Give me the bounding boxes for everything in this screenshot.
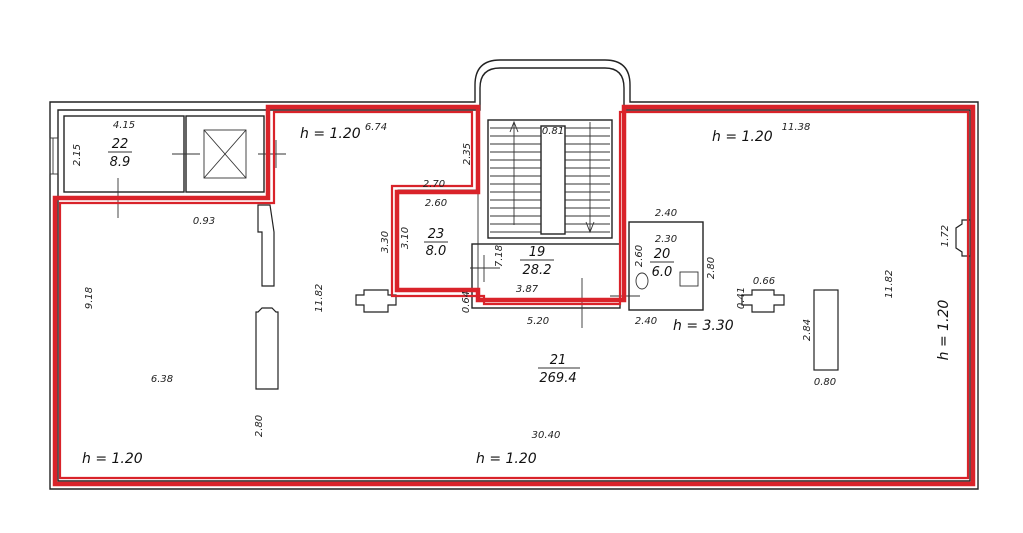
piers [255, 204, 971, 390]
dimension-label: 2.60 [634, 245, 645, 267]
dimension-label: 3.87 [516, 284, 539, 295]
room-23-area: 8.0 [426, 244, 447, 259]
dimension-label: 2.40 [635, 316, 657, 327]
dimension-label: 4.15 [113, 120, 135, 131]
room-20-area: 6.0 [652, 265, 673, 280]
dimension-label: 2.40 [655, 208, 677, 219]
room-23-number: 23 [428, 227, 445, 242]
dimension-label: 2.30 [655, 234, 677, 245]
room-22-label: 22 8.9 [108, 137, 132, 170]
outer-walls [49, 59, 979, 490]
room-22-area: 8.9 [110, 155, 131, 170]
height-label: h = 1.20 [712, 129, 773, 145]
dimension-label: 3.30 [380, 231, 391, 253]
room-23-label: 23 8.0 [424, 227, 448, 259]
dimension-label: 0.64 [461, 291, 472, 313]
room-21-area: 269.4 [539, 371, 576, 386]
dimension-label: 2.60 [425, 198, 447, 209]
room-21-number: 21 [550, 353, 567, 368]
room-19-area: 28.2 [523, 263, 552, 278]
dimension-label: 2.15 [72, 144, 83, 166]
dimension-label: 5.20 [527, 316, 549, 327]
dimension-label: 0.81 [542, 126, 564, 137]
dimension-label: 0.66 [753, 276, 775, 287]
dimension-label: 11.38 [782, 122, 811, 133]
room-20-label: 20 6.0 [650, 247, 674, 280]
height-label: h = 3.30 [673, 318, 734, 334]
dimension-label: 6.74 [365, 122, 387, 133]
dimension-label: 0.93 [193, 216, 215, 227]
dimension-label: 2.84 [802, 319, 813, 341]
room-22-walls [49, 115, 286, 218]
dimension-label: 0.80 [814, 377, 836, 388]
dimension-label: 6.38 [151, 374, 173, 385]
room-19-number: 19 [529, 245, 546, 260]
premises-outline [52, 104, 976, 487]
dimension-label: 11.82 [884, 270, 895, 299]
height-label: h = 1.20 [476, 451, 537, 467]
dimension-label: 11.82 [314, 284, 325, 313]
room-21-label: 21 269.4 [538, 353, 580, 386]
dimension-label: 30.40 [532, 430, 561, 441]
dimension-label: 2.80 [706, 257, 717, 279]
height-label: h = 1.20 [936, 300, 952, 361]
dimension-label: 7.18 [494, 245, 505, 267]
height-label: h = 1.20 [300, 126, 361, 142]
dimension-label: 1.72 [940, 225, 951, 247]
height-label: h = 1.20 [82, 451, 143, 467]
dimension-label: 9.18 [84, 287, 95, 309]
dimension-label: 2.35 [462, 143, 473, 165]
room-20-number: 20 [654, 247, 671, 262]
room-22-number: 22 [112, 137, 129, 152]
dimension-label: 2.80 [254, 415, 265, 437]
dimension-label: 3.10 [400, 227, 411, 249]
dimension-label: 0.41 [736, 287, 747, 309]
room-19-label: 19 28.2 [520, 245, 554, 278]
dimension-label: 2.70 [423, 179, 445, 190]
staircase [470, 119, 621, 328]
